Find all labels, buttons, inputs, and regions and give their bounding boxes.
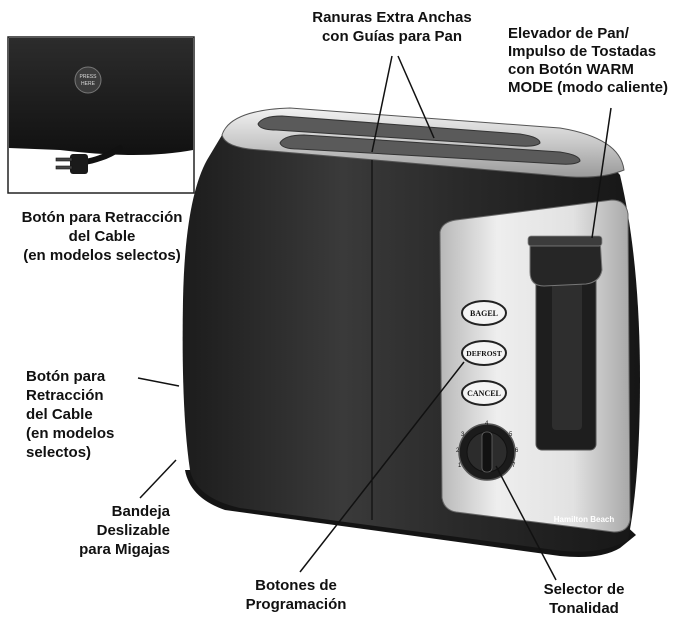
dial-mark-6: 6 xyxy=(515,448,519,454)
dial-mark-2: 2 xyxy=(456,448,460,454)
shade-dial[interactable] xyxy=(458,423,516,481)
cancel-button[interactable]: CANCEL xyxy=(461,380,507,406)
label-cord-inset-line-1: Botón para Retracción xyxy=(22,209,183,226)
label-cord-inset-line-3: (en modelos selectos) xyxy=(23,247,181,264)
bread-lever[interactable] xyxy=(527,235,603,287)
toaster: BAGEL DEFROST CANCEL 1 2 3 4 5 6 7 Hamil… xyxy=(182,107,641,557)
crumb-tray-leader xyxy=(139,459,177,499)
label-cord-inset-line-2: del Cable xyxy=(69,228,136,245)
bread-slot-2 xyxy=(279,134,581,165)
cord-inset: PRESS HERE xyxy=(7,36,195,194)
leader-lines xyxy=(137,55,612,581)
inset-button-text-1: PRESS xyxy=(80,74,98,80)
label-shade-selector-line-1: Selector de xyxy=(544,581,625,598)
cord-side-leader xyxy=(137,377,180,387)
label-cord-side-line-1: Botón para xyxy=(26,368,106,385)
dial-mark-3: 3 xyxy=(461,432,465,438)
bagel-button-label: BAGEL xyxy=(470,309,498,318)
slots-leader-2 xyxy=(397,55,435,139)
lever-leader xyxy=(591,107,612,239)
dial-mark-1: 1 xyxy=(458,463,462,469)
label-lever-line-1: Elevador de Pan/ xyxy=(508,25,630,42)
inset-cord-button xyxy=(74,66,102,94)
dial-mark-5: 5 xyxy=(509,432,513,438)
label-cord-side-line-4: (en modelos xyxy=(26,425,114,442)
program-buttons-leader xyxy=(299,361,465,573)
cancel-button-label: CANCEL xyxy=(467,389,501,398)
label-program-buttons-line-2: Programación xyxy=(246,596,347,613)
dial-mark-7: 7 xyxy=(512,463,516,469)
label-cord-side-line-3: del Cable xyxy=(26,406,93,423)
label-lever-line-4: MODE (modo caliente) xyxy=(508,79,668,96)
dial-marks: 1 2 3 4 5 6 7 xyxy=(456,421,519,469)
label-slots-line-1: Ranuras Extra Anchas xyxy=(312,9,472,26)
label-crumb-tray-line-3: para Migajas xyxy=(79,541,170,558)
label-cord-side-line-2: Retracción xyxy=(26,387,104,404)
label-lever-line-3: con Botón WARM xyxy=(508,61,634,78)
bagel-button[interactable]: BAGEL xyxy=(461,300,507,326)
label-program-buttons-line-1: Botones de xyxy=(255,577,337,594)
defrost-button[interactable]: DEFROST xyxy=(461,340,507,366)
brand-logo: Hamilton Beach xyxy=(554,515,615,524)
power-cord xyxy=(81,145,123,165)
bread-slot-1 xyxy=(257,115,541,147)
inset-button-text-2: HERE xyxy=(81,81,96,87)
label-crumb-tray-line-1: Bandeja xyxy=(112,503,171,520)
labels: Ranuras Extra Anchas con Guías para Pan … xyxy=(22,9,668,617)
label-cord-side-line-5: selectos) xyxy=(26,444,91,461)
label-slots-line-2: con Guías para Pan xyxy=(322,28,462,45)
defrost-button-label: DEFROST xyxy=(466,349,501,358)
label-shade-selector-line-2: Tonalidad xyxy=(549,600,619,617)
label-crumb-tray-line-2: Deslizable xyxy=(97,522,170,539)
plug-icon xyxy=(55,154,88,174)
label-lever-line-2: Impulso de Tostadas xyxy=(508,43,656,60)
slots-leader-1 xyxy=(371,55,393,153)
shade-selector-leader xyxy=(495,465,557,581)
dial-mark-4: 4 xyxy=(485,421,489,427)
